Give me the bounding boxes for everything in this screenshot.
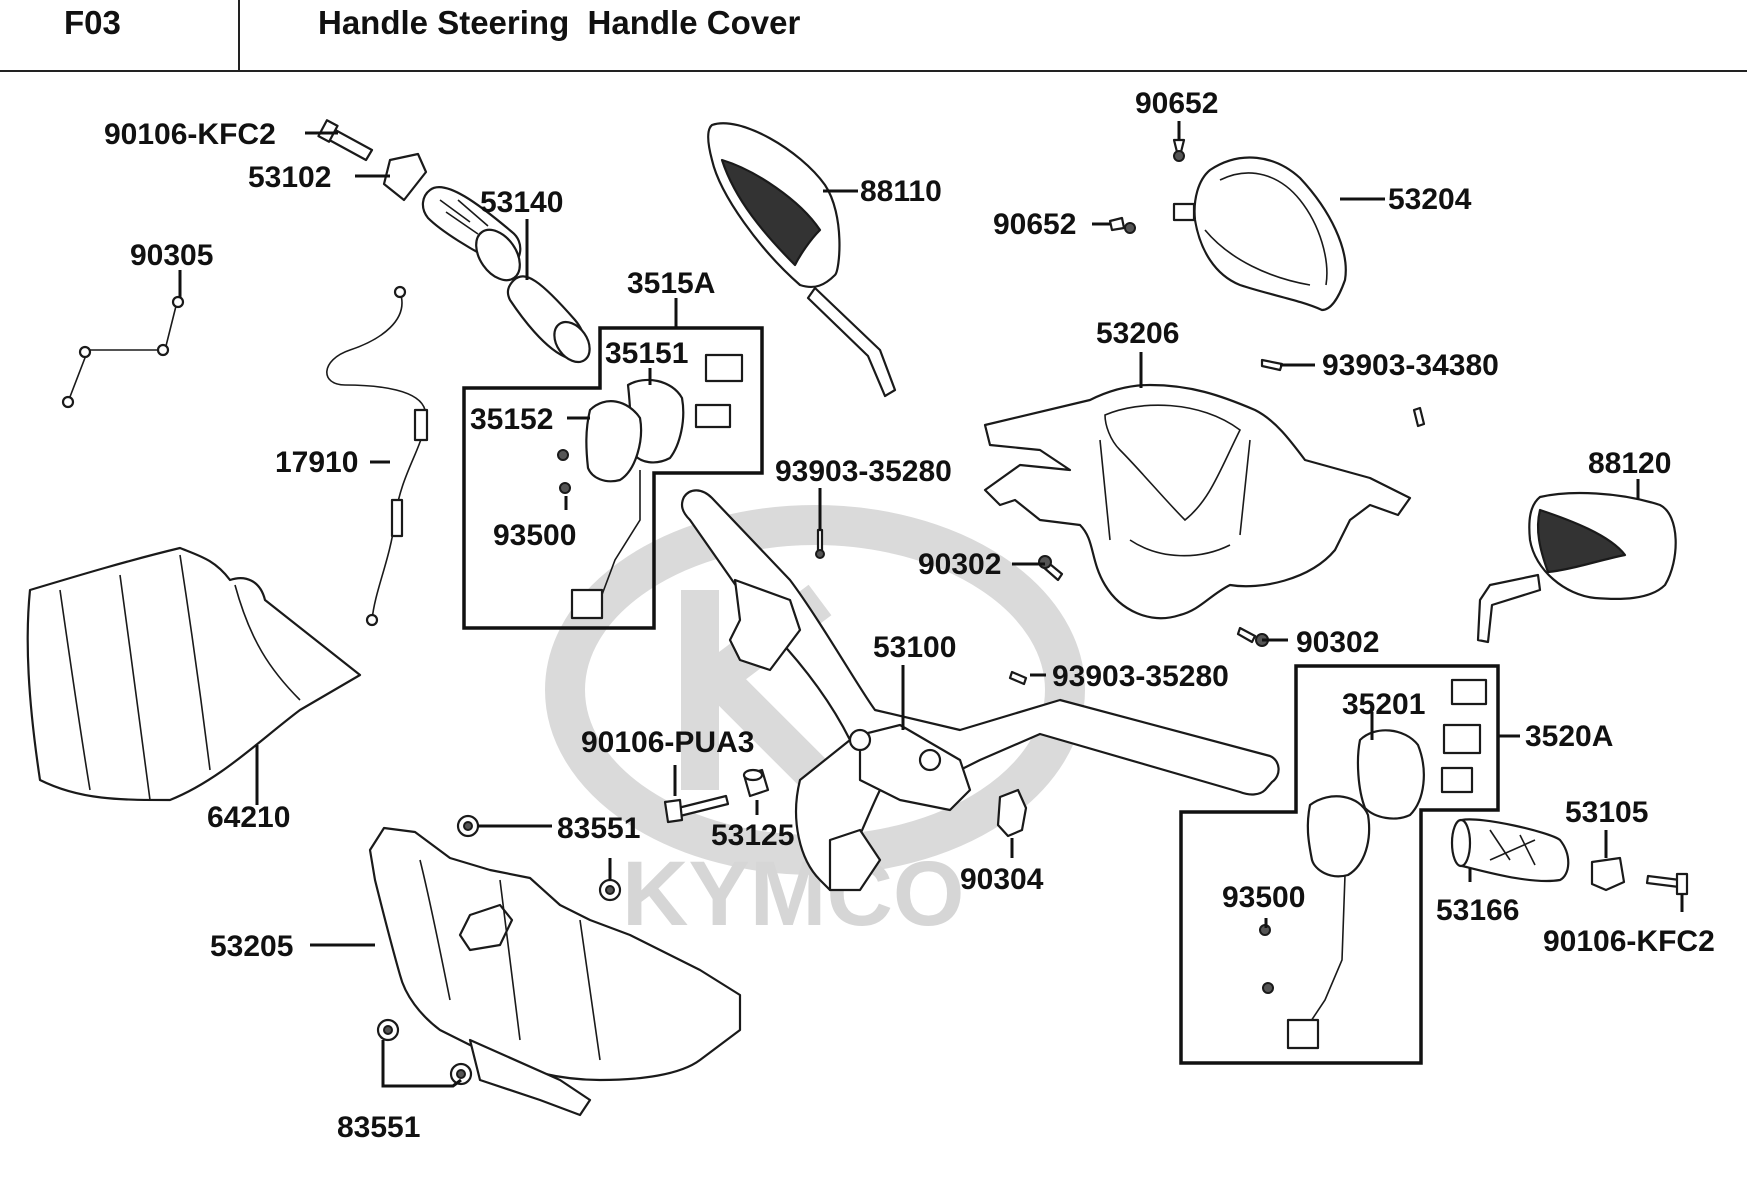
label-53102: 53102 — [248, 161, 331, 194]
label-90652-mid: 90652 — [993, 208, 1076, 241]
diagram-header: F03 Handle Steering Handle Cover — [0, 0, 1747, 72]
label-88120: 88120 — [1588, 447, 1671, 480]
label-93500-left: 93500 — [493, 519, 576, 552]
label-53205: 53205 — [210, 930, 293, 963]
switch-assembly-left-box — [462, 326, 764, 630]
screws-93903-35280-drawing — [815, 528, 1028, 686]
grommet-90304-drawing — [996, 788, 1028, 838]
rear-handle-cover-53205-drawing — [368, 826, 742, 1117]
windscreen-64210-drawing — [26, 546, 362, 802]
label-93903-34380: 93903-34380 — [1322, 349, 1499, 382]
header-divider — [238, 0, 240, 70]
switch-assembly-right-box — [1179, 664, 1500, 1065]
bolt-90106-kfc2-right-drawing — [1645, 872, 1689, 896]
figure-title: Handle Steering Handle Cover — [318, 4, 801, 41]
label-3515a: 3515A — [627, 267, 715, 300]
label-53140: 53140 — [480, 186, 563, 219]
stand-switch-wire-90305-drawing — [61, 295, 185, 409]
throttle-grip-53140-drawing — [421, 185, 591, 364]
switch-housing-35201-drawing — [1259, 678, 1488, 1050]
label-83551-top: 83551 — [557, 812, 640, 845]
label-93500-right: 93500 — [1222, 881, 1305, 914]
label-35201: 35201 — [1342, 688, 1425, 721]
grip-53166-drawing — [1450, 818, 1570, 883]
label-90304: 90304 — [960, 863, 1044, 896]
switch-housing-35151-35152-drawing — [557, 353, 744, 620]
label-90305: 90305 — [130, 239, 213, 272]
label-90106-kfc2-right: 90106-KFC2 — [1543, 925, 1715, 958]
collar-53125-drawing — [742, 768, 770, 798]
label-53105: 53105 — [1565, 796, 1648, 829]
bar-end-weight-53102-drawing — [382, 152, 428, 202]
label-53204: 53204 — [1388, 183, 1472, 216]
label-90302-right: 90302 — [1296, 626, 1379, 659]
bar-end-weight-53105-drawing — [1590, 856, 1626, 892]
label-53100: 53100 — [873, 631, 956, 664]
label-88110: 88110 — [860, 175, 942, 208]
handlebar-53100-drawing — [680, 489, 1280, 892]
label-35151: 35151 — [605, 337, 688, 370]
bolt-90106-kfc2-left-drawing — [317, 119, 374, 162]
cable-17910-drawing — [326, 285, 429, 627]
label-93903-35280-top: 93903-35280 — [775, 455, 952, 488]
label-90106-kfc2-left: 90106-KFC2 — [104, 118, 276, 151]
label-53166: 53166 — [1436, 894, 1519, 927]
label-83551-bottom: 83551 — [337, 1111, 420, 1144]
label-17910: 17910 — [275, 446, 358, 479]
label-3520a: 3520A — [1525, 720, 1613, 753]
bolt-90106-pua3-drawing — [663, 794, 730, 824]
label-53125: 53125 — [711, 819, 794, 852]
label-64210: 64210 — [207, 801, 290, 834]
label-90106-pua3: 90106-PUA3 — [581, 726, 754, 759]
label-90652-top: 90652 — [1135, 87, 1218, 120]
screw-93903-34380-drawing — [1260, 358, 1426, 428]
mirror-88120-drawing — [1476, 491, 1677, 644]
label-53206: 53206 — [1096, 317, 1179, 350]
watermark-text: KYMCO — [622, 843, 964, 945]
mirror-88110-drawing — [707, 122, 897, 398]
figure-code: F03 — [64, 4, 121, 41]
meter-cover-53204-drawing — [1172, 156, 1347, 312]
leader-83551-bottom — [381, 1040, 462, 1088]
screws-90652-drawing — [1108, 138, 1186, 234]
label-35152: 35152 — [470, 403, 553, 436]
front-handle-cover-53206-drawing — [983, 383, 1412, 620]
label-90302-mid: 90302 — [918, 548, 1001, 581]
label-93903-35280-mid: 93903-35280 — [1052, 660, 1229, 693]
